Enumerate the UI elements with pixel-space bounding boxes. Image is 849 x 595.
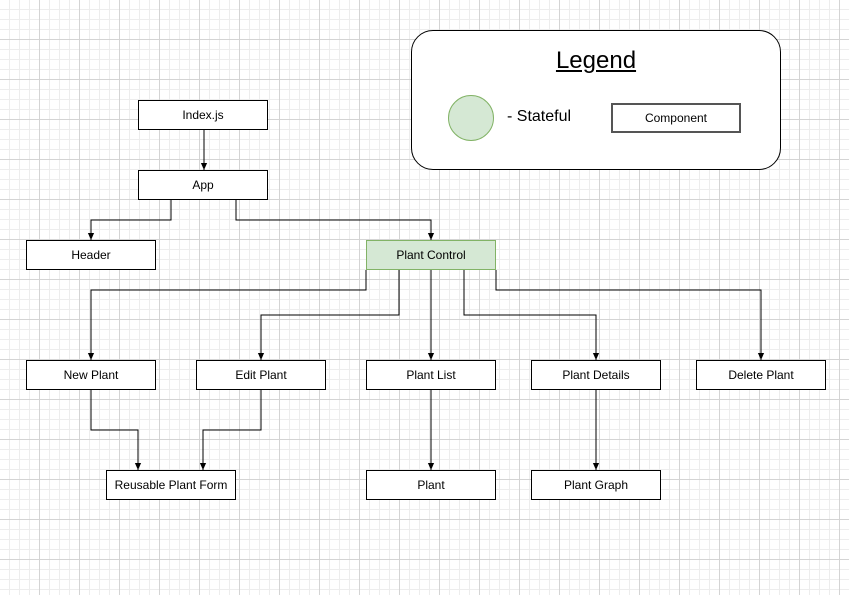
edge-edit-plant-to-reusable-plant-form (199, 390, 262, 470)
edge-app-to-plant-control (235, 200, 435, 240)
node-plant[interactable]: Plant (366, 470, 496, 500)
node-new-plant[interactable]: New Plant (26, 360, 156, 390)
edge-plant-control-to-plant-details (463, 270, 600, 360)
node-index-js[interactable]: Index.js (138, 100, 268, 130)
legend-component-swatch: Component (611, 103, 741, 133)
edge-plant-control-to-new-plant (87, 270, 367, 360)
node-app[interactable]: App (138, 170, 268, 200)
node-plant-graph[interactable]: Plant Graph (531, 470, 661, 500)
legend-stateful-swatch (448, 95, 494, 141)
legend-component-label: Component (644, 111, 708, 125)
edge-plant-control-to-delete-plant (495, 270, 765, 360)
node-header[interactable]: Header (26, 240, 156, 270)
edge-app-to-header (87, 200, 172, 240)
edge-plant-control-to-edit-plant (257, 270, 400, 360)
node-edit-plant[interactable]: Edit Plant (196, 360, 326, 390)
legend-stateful-label: - Stateful (507, 108, 572, 125)
node-delete-plant[interactable]: Delete Plant (696, 360, 826, 390)
legend-panel: Legend - Stateful Component (411, 30, 781, 170)
node-reusable-plant-form[interactable]: Reusable Plant Form (106, 470, 236, 500)
legend-title: Legend (555, 47, 637, 74)
edge-new-plant-to-reusable-plant-form (90, 390, 142, 470)
node-plant-list[interactable]: Plant List (366, 360, 496, 390)
node-plant-control[interactable]: Plant Control (366, 240, 496, 270)
node-plant-details[interactable]: Plant Details (531, 360, 661, 390)
